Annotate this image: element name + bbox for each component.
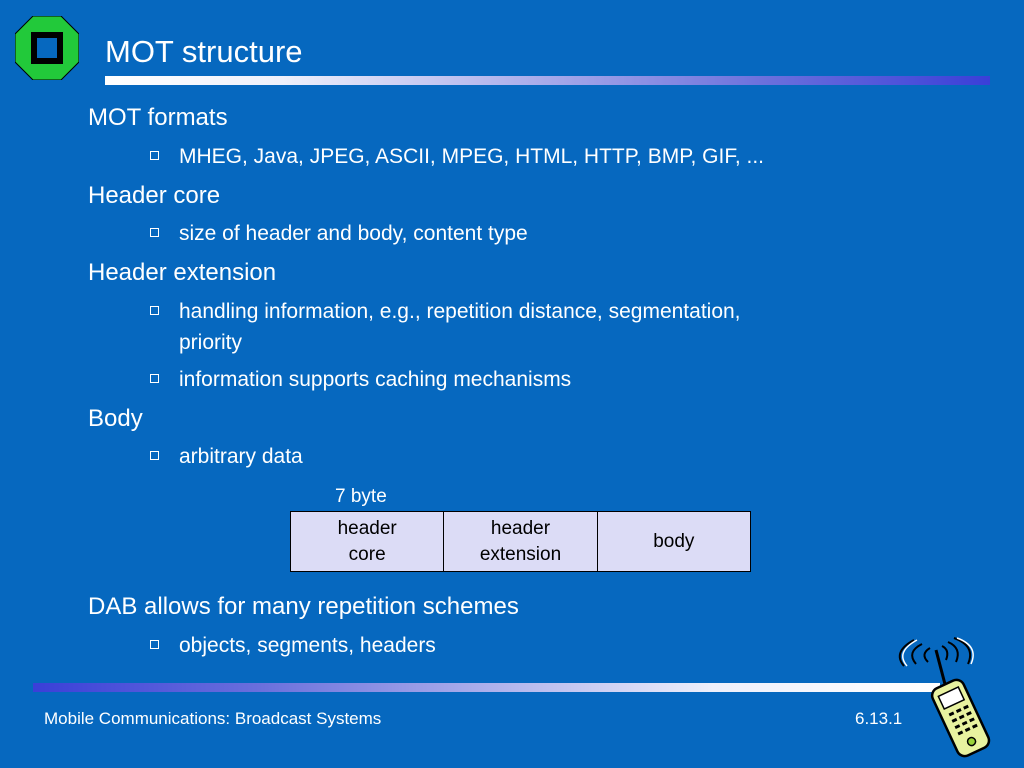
- list-item-text: MHEG, Java, JPEG, ASCII, MPEG, HTML, HTT…: [179, 145, 765, 168]
- square-bullet-icon: [150, 374, 159, 383]
- list-item-text: size of header and body, content type: [179, 222, 528, 245]
- cell-line: header: [490, 517, 551, 539]
- diagram-cell-body: body: [598, 512, 750, 571]
- title-divider: [105, 76, 990, 85]
- list-item-text: objects, segments, headers: [179, 634, 436, 657]
- list-item-text: arbitrary data: [179, 445, 303, 468]
- square-bullet-icon: [150, 228, 159, 237]
- mot-structure-diagram: header core header extension body: [290, 511, 751, 572]
- square-bullet-icon: [150, 640, 159, 649]
- heading-header-core: Header core: [88, 182, 221, 209]
- heading-mot-formats: MOT formats: [88, 104, 228, 131]
- diagram-cell-header-extension: header extension: [444, 512, 598, 571]
- cell-line: extension: [479, 543, 562, 565]
- list-item-text: information supports caching mechanisms: [179, 368, 572, 391]
- footer-divider: [33, 683, 940, 692]
- cell-line: body: [653, 530, 695, 552]
- cell-line: header: [337, 517, 397, 539]
- square-bullet-icon: [150, 306, 159, 315]
- heading-dab-repetition: DAB allows for many repetition schemes: [88, 593, 519, 620]
- square-bullet-icon: [150, 151, 159, 160]
- diagram-cell-header-core: header core: [291, 512, 445, 571]
- heading-header-extension: Header extension: [88, 259, 277, 286]
- square-bullet-icon: [150, 451, 159, 460]
- heading-body: Body: [88, 405, 143, 432]
- page-title: MOT structure: [105, 34, 303, 69]
- list-item-text: handling information, e.g., repetition d…: [179, 300, 741, 323]
- list-item-text-continued: priority: [179, 331, 243, 354]
- slide-number: 6.13.1: [855, 709, 903, 728]
- mobile-phone-icon: [898, 637, 991, 758]
- university-logo-icon: [15, 16, 79, 80]
- cell-line: core: [348, 543, 386, 565]
- diagram-size-label: 7 byte: [335, 486, 387, 507]
- footer-course-title: Mobile Communications: Broadcast Systems: [44, 709, 382, 728]
